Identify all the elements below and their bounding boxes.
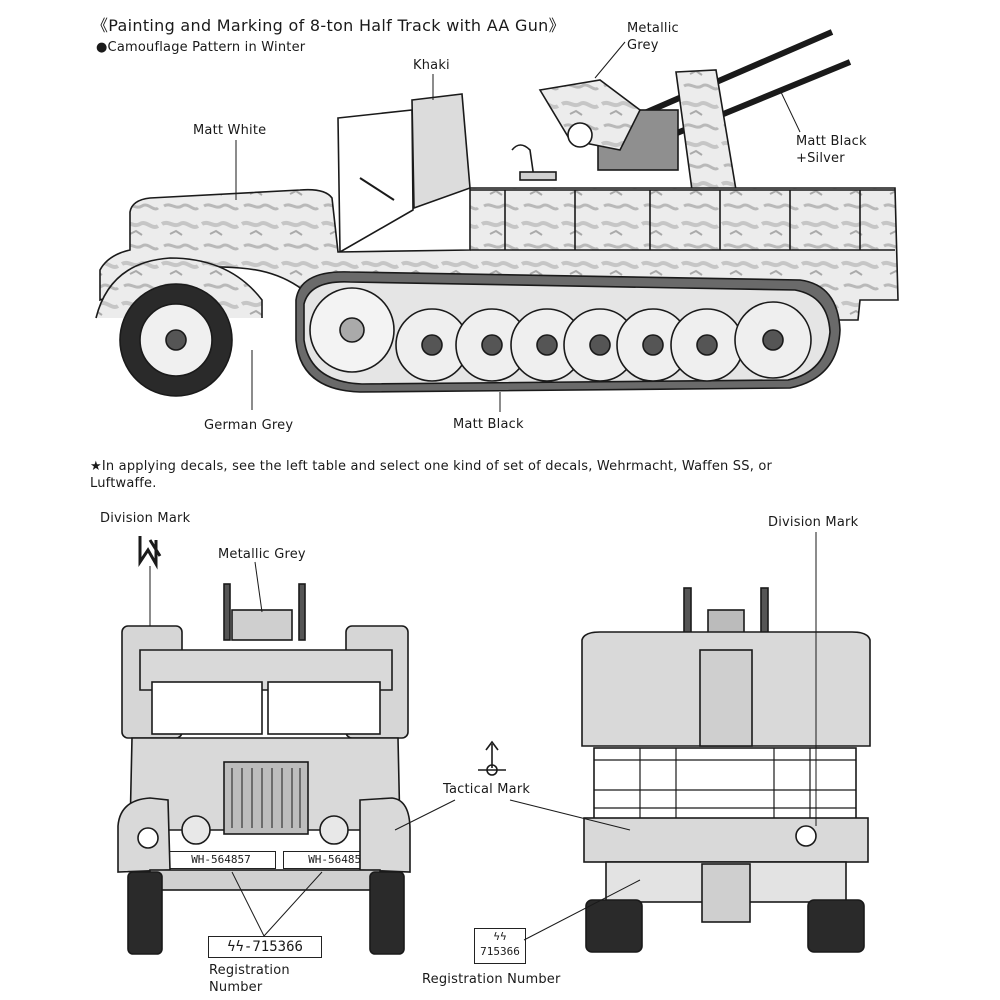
label-division-mark-front: Division Mark — [100, 511, 191, 526]
reg-plate-rear-line1: ϟϟ — [493, 930, 507, 943]
division-mark-front-icon — [137, 827, 159, 849]
label-tactical-mark: Tactical Mark — [443, 782, 531, 797]
registration-plate-rear: ϟϟ 715366 — [474, 928, 526, 964]
rear-view-halftrack — [394, 532, 871, 953]
side-view-halftrack — [95, 29, 899, 412]
label-division-mark-rear: Division Mark — [768, 515, 859, 530]
subtitle: ●Camouflage Pattern in Winter — [96, 40, 305, 55]
label-metallic-grey-side: Metallic Grey — [627, 21, 679, 53]
label-registration-number-rear: Registration Number — [422, 972, 561, 987]
page-title: 《Painting and Marking of 8-ton Half Trac… — [92, 16, 565, 35]
front-plate-left: WH-564857 — [166, 851, 276, 869]
label-matt-black: Matt Black — [453, 417, 524, 432]
label-matt-white: Matt White — [193, 123, 267, 138]
tactical-mark-icon — [478, 740, 506, 776]
label-khaki: Khaki — [413, 58, 450, 73]
division-mark-rune-icon — [138, 536, 162, 570]
side-leader-lines — [235, 41, 801, 412]
label-registration-number-front: Registration Number — [209, 963, 290, 995]
aa-gun — [511, 29, 852, 191]
label-german-grey: German Grey — [204, 418, 294, 433]
label-matt-black-silver: Matt Black +Silver — [796, 134, 867, 166]
front-view-halftrack — [117, 536, 411, 955]
reg-plate-rear-line2: 715366 — [480, 945, 520, 958]
decal-note: ★In applying decals, see the left table … — [90, 459, 773, 491]
label-metallic-grey-front: Metallic Grey — [218, 547, 306, 562]
division-mark-rear-icon — [795, 825, 817, 847]
subtitle-text: Camouflage Pattern in Winter — [107, 40, 306, 55]
bullet-icon: ● — [96, 40, 108, 55]
registration-plate-front: ϟϟ-715366 — [208, 936, 322, 958]
